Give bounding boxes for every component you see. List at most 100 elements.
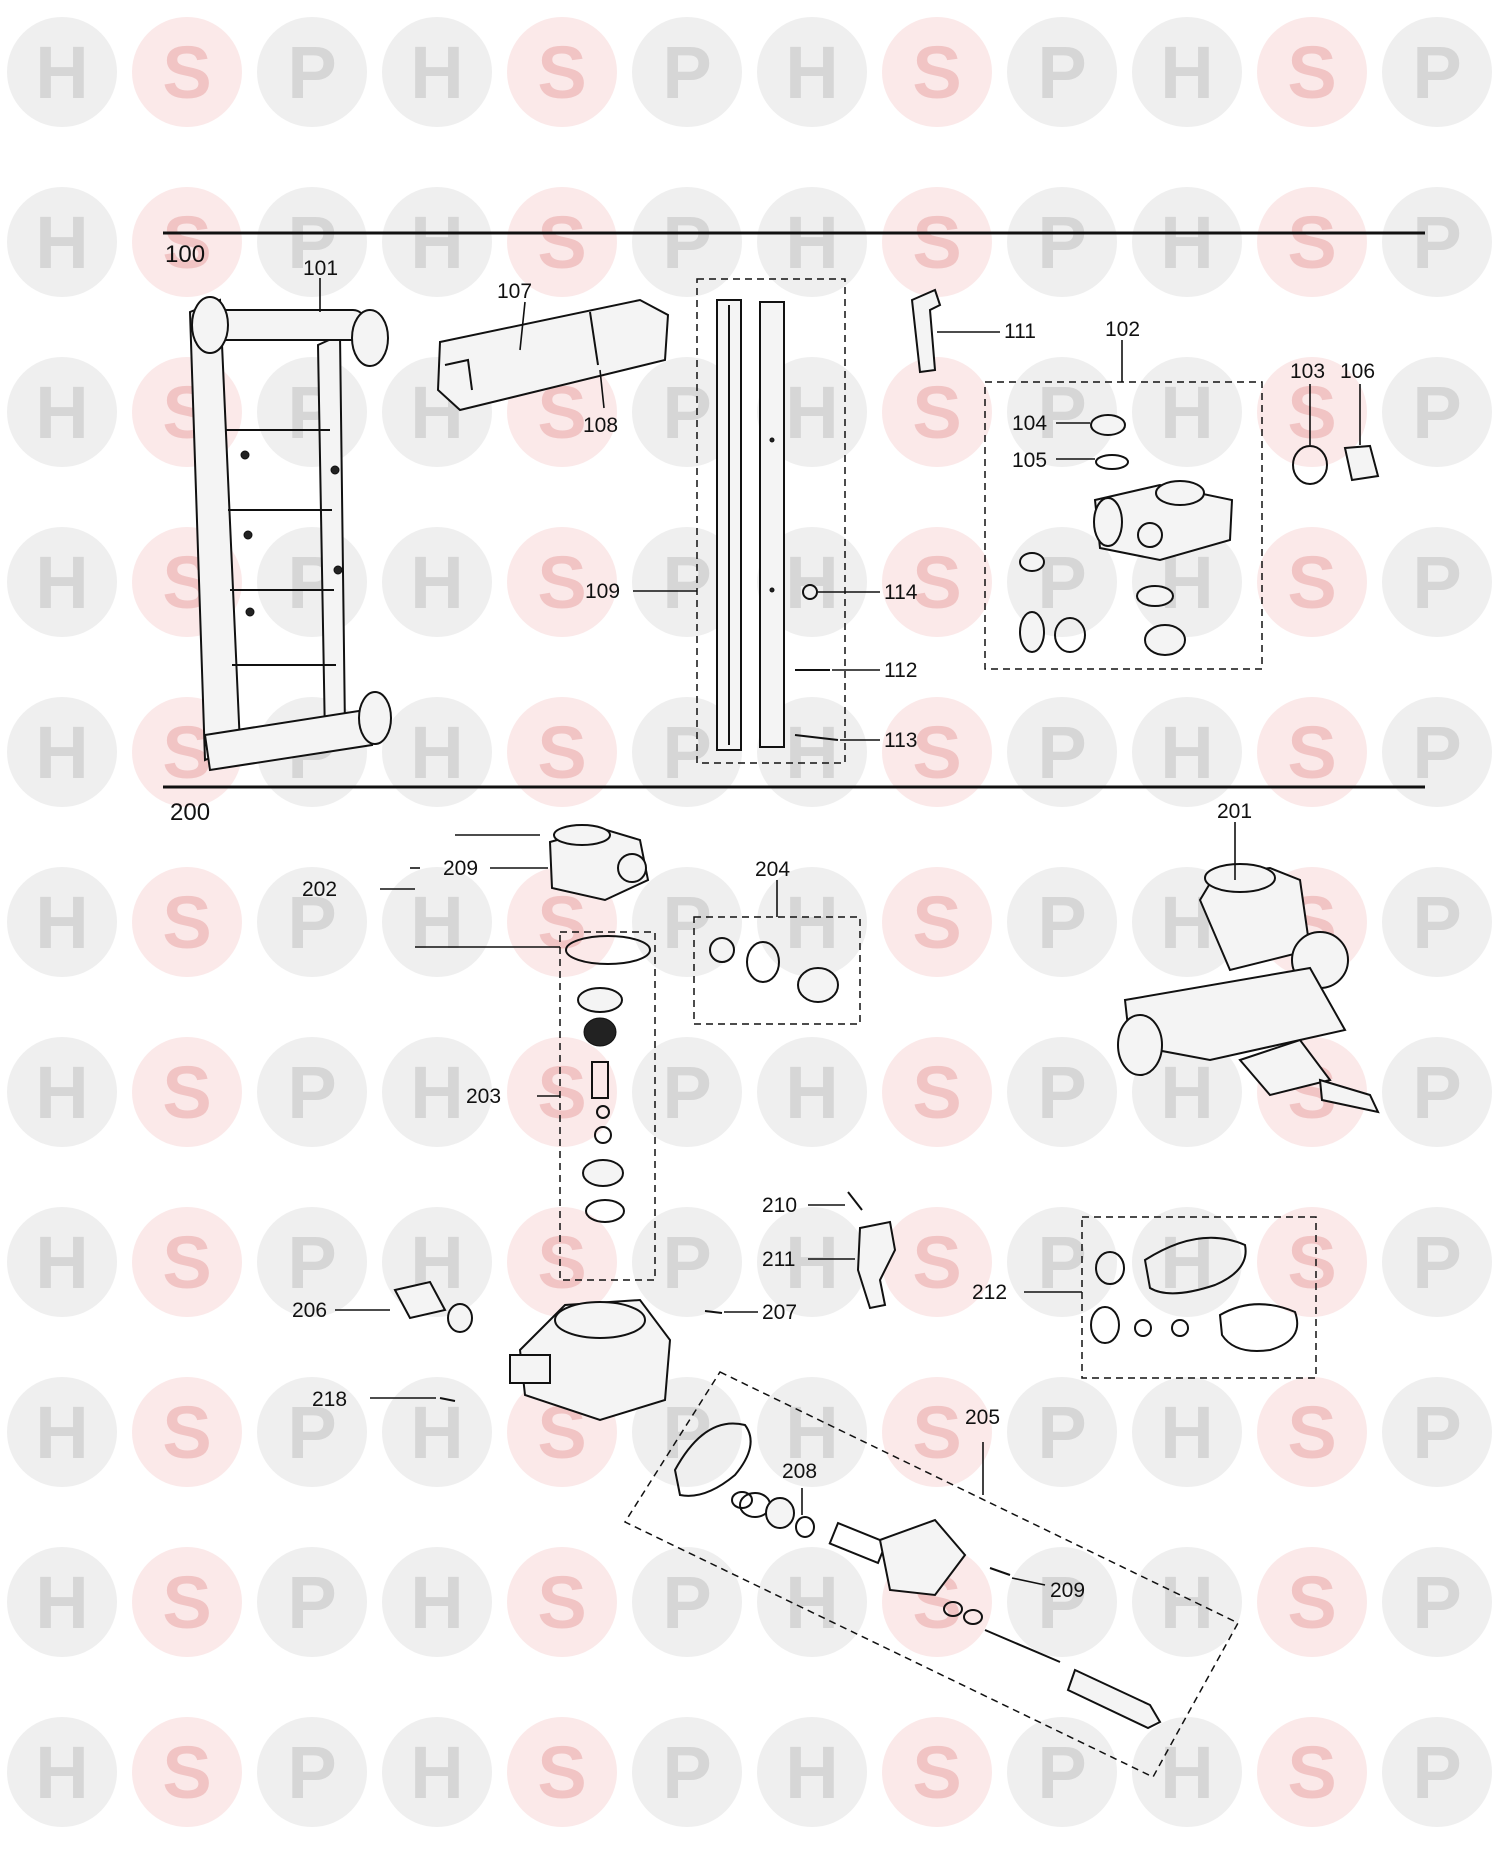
watermark-letter: P xyxy=(287,1051,336,1134)
watermark-letter: S xyxy=(912,1391,961,1474)
watermark-letter: P xyxy=(1037,1731,1086,1814)
watermark-letter: H xyxy=(410,1391,463,1474)
watermark-disc xyxy=(1007,697,1117,807)
callout-101: 101 xyxy=(303,257,338,280)
watermark-disc xyxy=(382,697,492,807)
watermark-disc xyxy=(7,1717,117,1827)
watermark-letter: S xyxy=(912,371,961,454)
watermark-disc xyxy=(1257,187,1367,297)
part-113-screw xyxy=(794,734,839,741)
watermark-letter: H xyxy=(1160,201,1213,284)
watermark-letter: P xyxy=(1412,1391,1461,1474)
watermark-letter: S xyxy=(162,31,211,114)
watermark-disc xyxy=(257,867,367,977)
watermark-disc xyxy=(1132,1207,1242,1317)
part-111-clip xyxy=(910,288,942,374)
watermark-disc xyxy=(382,187,492,297)
part-203-spring xyxy=(591,1061,609,1099)
watermark-disc xyxy=(757,1717,867,1827)
callout-206: 206 xyxy=(292,1299,327,1322)
watermark-letter: H xyxy=(35,1391,88,1474)
watermark-disc xyxy=(257,1547,367,1657)
callout-112: 112 xyxy=(884,659,917,682)
part-102-valve xyxy=(1093,480,1234,562)
watermark-letter: H xyxy=(1160,1561,1213,1644)
watermark-letter: S xyxy=(1287,1731,1336,1814)
watermark-disc xyxy=(7,1377,117,1487)
watermark-disc xyxy=(757,17,867,127)
watermark-disc xyxy=(1007,187,1117,297)
watermark-disc xyxy=(7,697,117,807)
watermark-disc xyxy=(382,1037,492,1147)
part-212-ring-c xyxy=(1171,1319,1189,1337)
part-212-o-ring-a xyxy=(1095,1251,1125,1285)
watermark-disc xyxy=(1007,1207,1117,1317)
part-205-gasket xyxy=(673,1422,752,1497)
part-205-spring xyxy=(828,1521,888,1565)
watermark-letter: P xyxy=(287,201,336,284)
watermark-letter: S xyxy=(912,1731,961,1814)
watermark-letter: S xyxy=(912,201,961,284)
kit-205-box xyxy=(623,1371,1240,1778)
watermark-letter: H xyxy=(35,711,88,794)
watermark-disc xyxy=(1382,1547,1492,1657)
kit-203-box xyxy=(559,931,656,1281)
watermark-disc xyxy=(1382,187,1492,297)
kit-109-box xyxy=(696,278,846,764)
watermark-disc xyxy=(132,1547,242,1657)
watermark-disc xyxy=(1257,697,1367,807)
callout-106: 106 xyxy=(1340,360,1375,383)
watermark-letter: P xyxy=(662,881,711,964)
part-205-o-ring-b xyxy=(963,1609,983,1625)
watermark-letter: S xyxy=(1287,1561,1336,1644)
watermark-letter: P xyxy=(662,371,711,454)
watermark-letter: H xyxy=(410,1051,463,1134)
watermark-disc xyxy=(7,1547,117,1657)
part-102-seal-b xyxy=(1054,617,1086,653)
watermark-letter: H xyxy=(1160,1051,1213,1134)
watermark-disc xyxy=(382,17,492,127)
watermark-letter: H xyxy=(785,1561,838,1644)
watermark-disc xyxy=(632,1717,742,1827)
watermark-disc xyxy=(632,1207,742,1317)
watermark-disc xyxy=(1382,17,1492,127)
watermark-disc xyxy=(632,357,742,467)
watermark-letter: S xyxy=(537,31,586,114)
watermark-letter: H xyxy=(410,541,463,624)
watermark-letter: S xyxy=(162,1391,211,1474)
watermark-disc xyxy=(882,697,992,807)
watermark-letter: H xyxy=(1160,1221,1213,1304)
watermark-letter: P xyxy=(287,31,336,114)
watermark-letter: H xyxy=(410,711,463,794)
watermark-letter: H xyxy=(1160,1731,1213,1814)
part-207-screw xyxy=(704,1310,723,1314)
part-204-seal-a xyxy=(709,937,735,963)
part-203-valve-disc xyxy=(582,1159,624,1187)
watermark-letter: H xyxy=(35,1731,88,1814)
watermark-disc xyxy=(1257,1717,1367,1827)
watermark-disc xyxy=(882,17,992,127)
watermark-disc xyxy=(7,1037,117,1147)
watermark-letter: P xyxy=(1412,1731,1461,1814)
watermark-disc xyxy=(382,867,492,977)
watermark-letter: P xyxy=(662,31,711,114)
watermark-disc xyxy=(132,1717,242,1827)
callout-111: 111 xyxy=(1004,320,1036,343)
watermark-disc xyxy=(507,697,617,807)
part-212-gasket-b xyxy=(1218,1303,1299,1352)
callout-209-top: 209 xyxy=(443,857,478,880)
part-109-rails xyxy=(716,299,785,751)
watermark-letter: H xyxy=(35,1051,88,1134)
watermark-disc xyxy=(257,187,367,297)
watermark-disc xyxy=(882,1207,992,1317)
watermark-letter: H xyxy=(35,201,88,284)
watermark-disc xyxy=(757,187,867,297)
watermark-letter: H xyxy=(785,1731,838,1814)
watermark-disc xyxy=(757,1547,867,1657)
watermark-disc xyxy=(257,17,367,127)
watermark-disc xyxy=(632,527,742,637)
watermark-disc xyxy=(257,1377,367,1487)
watermark-disc xyxy=(507,187,617,297)
watermark-disc xyxy=(382,527,492,637)
